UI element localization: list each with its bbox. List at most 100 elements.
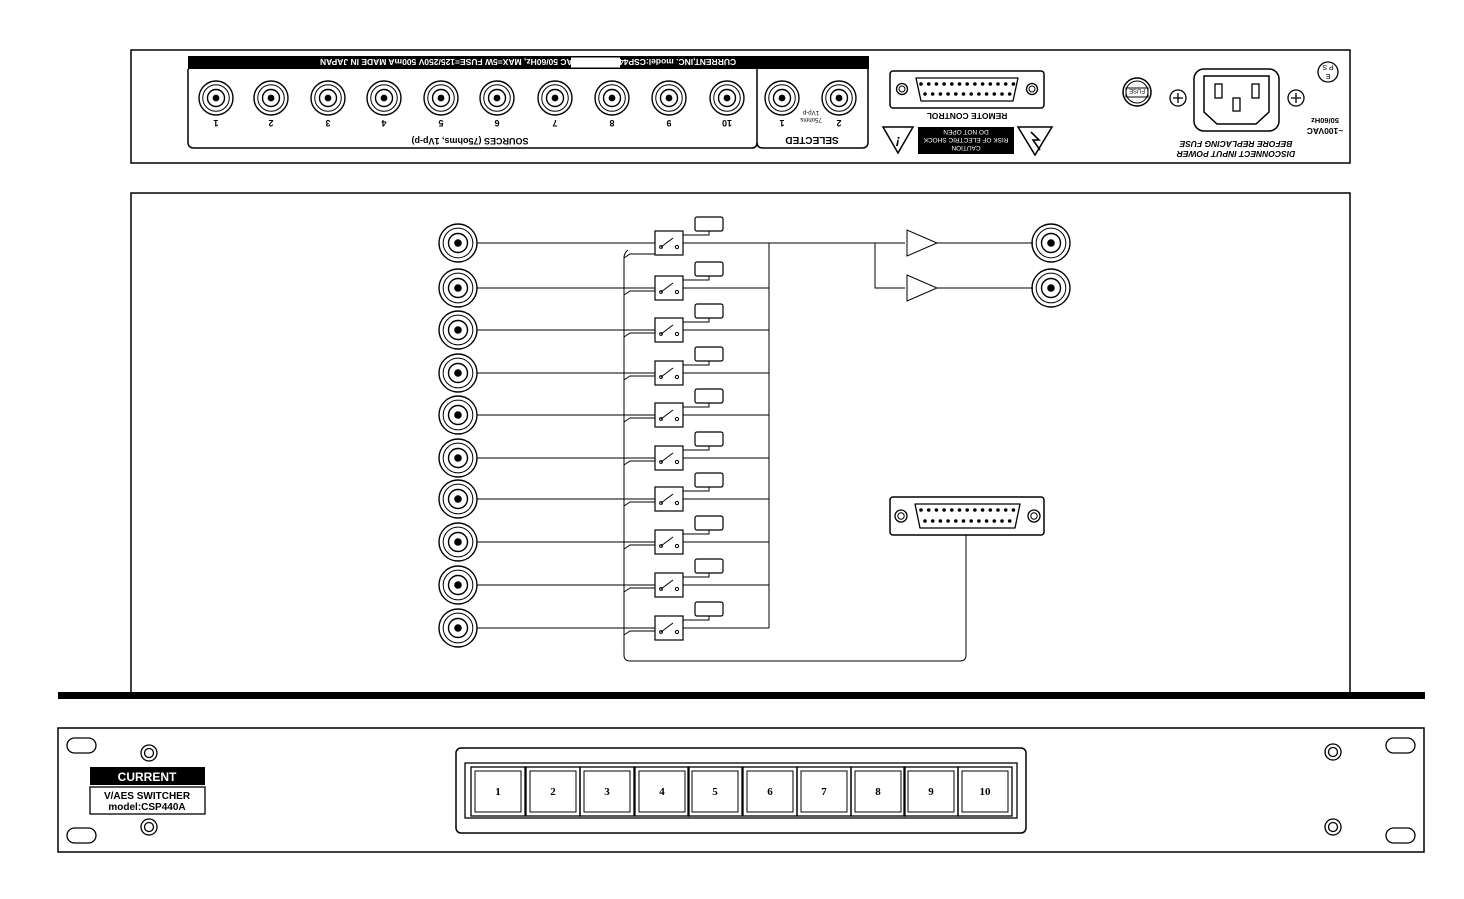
diagram-db-pin	[1003, 508, 1008, 512]
input-select-button-7[interactable]: 7	[796, 766, 852, 817]
button-number: 9	[928, 786, 934, 798]
rear-source-bnc-4	[366, 80, 402, 116]
input-select-button-6[interactable]: 6	[742, 766, 798, 817]
button-number: 8	[875, 786, 881, 798]
diagram-db-pin	[1011, 508, 1016, 512]
rear-db-pin	[938, 92, 943, 96]
rear-source-bnc-10	[709, 80, 745, 116]
front-screw-icon	[1324, 818, 1342, 836]
diagram-db-pin	[965, 508, 969, 512]
front-panel-frame	[57, 727, 1425, 853]
rear-panel-frame	[130, 49, 1351, 164]
rear-source-number: 5	[438, 118, 443, 128]
button-number: 2	[550, 786, 556, 798]
input-select-button-4[interactable]: 4	[634, 766, 690, 817]
serial-box	[571, 57, 620, 68]
input-select-button-1[interactable]: 1	[470, 766, 526, 817]
button-tray-inner	[464, 762, 1018, 819]
channel-lamp	[694, 388, 724, 404]
input-bnc-10	[438, 608, 478, 648]
channel-lamp	[694, 515, 724, 531]
channel-lamp	[694, 601, 724, 617]
button-number: 6	[767, 786, 773, 798]
rack-slot-tr	[1385, 737, 1416, 754]
rear-source-number: 2	[268, 118, 273, 128]
rear-db-pin	[996, 82, 1000, 86]
input-select-button-3[interactable]: 3	[579, 766, 635, 817]
rear-db-pin	[946, 92, 950, 96]
diagram-db-pin	[1007, 519, 1012, 523]
input-select-button-2[interactable]: 2	[525, 766, 581, 817]
button-number: 1	[495, 786, 501, 798]
front-screw-icon	[140, 744, 158, 762]
selected-label: SELECTED	[785, 134, 838, 145]
button-number: 4	[659, 786, 665, 798]
diagram-db-pin	[942, 508, 946, 512]
input-channel-7	[438, 472, 769, 519]
switch-block	[654, 317, 684, 343]
control-bus	[623, 249, 967, 662]
model-name: model:CSP440A	[108, 802, 185, 813]
diagram-db-pin	[957, 508, 962, 512]
rack-slot-bl	[66, 827, 97, 844]
buffer-amp-1	[906, 229, 939, 257]
button-number: 7	[821, 786, 827, 798]
input-channel-4	[438, 346, 769, 393]
remote-control-label: REMOTE CONTROL	[927, 111, 1008, 121]
input-bnc-3	[438, 310, 478, 350]
selected-spec-2: 1Vp-p	[802, 109, 819, 115]
screw-left	[1169, 89, 1187, 107]
input-select-button-5[interactable]: 5	[687, 766, 743, 817]
diagram-db-pin	[954, 519, 958, 523]
fuse-holder: FUSE	[1122, 77, 1152, 107]
ps-mark-text: P S	[1322, 63, 1333, 70]
input-channel-1	[438, 216, 769, 263]
rear-source-number: 6	[494, 118, 499, 128]
product-name: V/AES SWITCHER	[104, 791, 191, 802]
button-tray-outer	[455, 747, 1027, 834]
rear-db-pin	[1003, 82, 1008, 86]
rear-panel: CURRENT,INC. model:CSP440A SN 100VAC 50/…	[130, 49, 1351, 164]
diagram-db-pin	[946, 519, 950, 523]
input-select-button-10[interactable]: 10	[957, 766, 1013, 817]
input-channel-3	[438, 303, 769, 350]
info-triangle-icon	[881, 126, 915, 155]
front-screw-icon	[1324, 743, 1342, 761]
rear-db-pin	[992, 92, 997, 96]
selected-spec-1: 75ohms	[800, 116, 821, 122]
caution-text-2: RISK OF ELECTRIC SHOCK	[923, 136, 1009, 143]
rear-db-pin	[954, 92, 958, 96]
rear-db-pin	[942, 82, 946, 86]
diagram-db-pin	[984, 519, 989, 523]
button-number: 5	[712, 786, 718, 798]
diagram-db-pin	[996, 508, 1000, 512]
input-bnc-6	[438, 438, 478, 478]
channel-lamp	[694, 216, 724, 232]
switch-block	[654, 275, 684, 301]
input-select-button-9[interactable]: 9	[903, 766, 959, 817]
rear-db-pin	[961, 92, 966, 96]
remote-control-connector	[889, 70, 1045, 109]
switch-block	[654, 529, 684, 555]
rear-db-pin	[926, 82, 931, 86]
channel-lamp	[694, 303, 724, 319]
rear-db-pin	[957, 82, 962, 86]
channel-lamp	[694, 472, 724, 488]
diagram-db-pin	[973, 508, 977, 512]
label-strip-text: CURRENT,INC. model:CSP440A SN 100VAC 50/…	[320, 57, 736, 67]
rear-source-number: 8	[609, 118, 614, 128]
input-bnc-5	[438, 395, 478, 435]
buffer-amp-2	[906, 274, 939, 302]
rear-db-pin	[973, 82, 977, 86]
rear-source-number: 3	[325, 118, 330, 128]
rear-source-bnc-8	[594, 80, 630, 116]
switch-block	[654, 230, 684, 256]
diagram-db-pin	[1000, 519, 1004, 523]
diagram-db-pin	[930, 519, 935, 523]
input-select-button-8[interactable]: 8	[850, 766, 906, 817]
channel-lamp	[694, 431, 724, 447]
voltage-label-1: ~100VAC	[1307, 126, 1343, 136]
rear-db-pin	[969, 92, 973, 96]
channel-lamp	[694, 261, 724, 277]
